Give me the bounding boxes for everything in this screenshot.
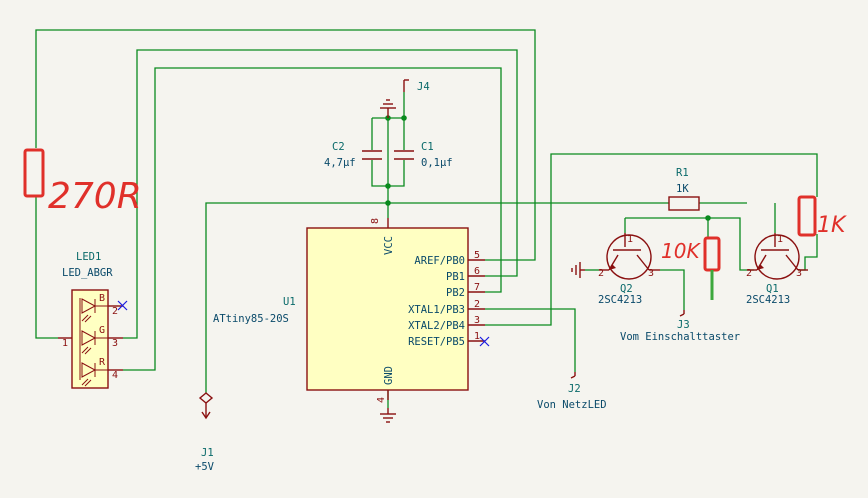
u1-pin-num-7: 7: [474, 282, 480, 293]
c1-ref: C1: [421, 141, 434, 153]
u1-pin-num-6: 6: [474, 266, 480, 277]
c1-value: 0,1µf: [421, 157, 453, 169]
j4-ref: J4: [417, 81, 430, 93]
led1-pin2-num: 2: [112, 306, 118, 317]
q2-value: 2SC4213: [598, 294, 642, 306]
q2-pin1-num: 1: [627, 234, 633, 245]
q1-ref: Q1: [766, 283, 779, 295]
annotation-270r-text: 270R: [48, 176, 142, 217]
annotation-1k-text: 1K: [817, 213, 847, 238]
wires: [35, 29, 818, 408]
j2-value: Von NetzLED: [537, 399, 607, 411]
led1-pin3-num: 3: [112, 338, 118, 349]
transistor-q2[interactable]: 1 2 3 Q2 2SC4213: [598, 233, 660, 306]
j2-ref: J2: [568, 383, 581, 395]
u1-pin-name-pb1: PB1: [446, 271, 465, 283]
cap-ground-symbol: [380, 99, 396, 118]
capacitor-c1[interactable]: C1 0,1µf: [394, 141, 453, 169]
q1-pin2-num: 2: [746, 268, 752, 279]
connector-j4[interactable]: J4: [403, 79, 430, 93]
led1-ref: LED1: [76, 251, 101, 263]
u1-value: ATtiny85-20S: [213, 313, 289, 325]
led1-value: LED_ABGR: [62, 267, 113, 279]
no-connect-led1-b: [117, 300, 128, 311]
r1-ref: R1: [676, 167, 689, 179]
r1-value: 1K: [676, 183, 689, 195]
u1-pin-name-pb0: AREF/PB0: [414, 255, 465, 267]
connector-j1[interactable]: J1 +5V: [195, 392, 215, 473]
capacitor-c2[interactable]: C2 4,7µf: [324, 141, 382, 169]
led1-pin4-num: 4: [112, 370, 118, 381]
u1-pin-name-pb5: RESET/PB5: [408, 336, 465, 348]
u1-ground-symbol: [380, 408, 396, 423]
u1-ref: U1: [283, 296, 296, 308]
c2-ref: C2: [332, 141, 345, 153]
u1-attiny85[interactable]: 8 VCC GND 4 AREF/PB0 PB1 PB2 XTAL1/PB3 X…: [213, 218, 485, 403]
u1-pin-vcc-num: 8: [370, 218, 381, 224]
u1-pin-num-2: 2: [474, 299, 480, 310]
connector-j3[interactable]: J3 Vom Einschalttaster: [620, 310, 740, 343]
resistor-r1[interactable]: R1 1K: [668, 167, 700, 211]
j1-value: +5V: [195, 461, 215, 473]
led1-pin-r: R: [99, 357, 106, 368]
u1-pin-num-1: 1: [474, 331, 480, 342]
annotation-resistor-1k: 1K: [797, 195, 847, 238]
led1-pin1-num: 1: [62, 338, 68, 349]
q1-pin3-num: 3: [796, 268, 802, 279]
u1-pin-vcc-name: VCC: [383, 236, 395, 255]
annotation-resistor-270r: 270R: [23, 148, 142, 217]
c2-value: 4,7µf: [324, 157, 356, 169]
annotation-resistor-10k: 10K: [661, 236, 721, 300]
q1-value: 2SC4213: [746, 294, 790, 306]
u1-pin-num-5: 5: [474, 250, 480, 261]
u1-pin-name-pb2: PB2: [446, 287, 465, 299]
u1-pin-gnd-name: GND: [383, 366, 395, 385]
j3-ref: J3: [677, 319, 690, 331]
led1-pin-g: G: [99, 325, 105, 336]
transistor-q1[interactable]: 1 2 3 Q1 2SC4213: [746, 233, 808, 306]
led1-pin-b: B: [99, 293, 105, 304]
j3-value: Vom Einschalttaster: [620, 331, 740, 343]
q2-pin2-num: 2: [598, 268, 604, 279]
annotation-10k-text: 10K: [661, 239, 701, 263]
j1-ref: J1: [201, 447, 214, 459]
u1-pin-num-3: 3: [474, 315, 480, 326]
no-connect-pb5: [479, 336, 490, 347]
led1-rgb[interactable]: B G R 1 2 3 4 LED1 LED_ABGR: [58, 251, 123, 389]
q1-pin1-num: 1: [777, 234, 783, 245]
u1-pin-name-pb3: XTAL1/PB3: [408, 304, 465, 316]
q2-ref: Q2: [620, 283, 633, 295]
connector-j2[interactable]: J2 Von NetzLED: [537, 372, 607, 411]
q2-pin3-num: 3: [648, 268, 654, 279]
u1-pin-gnd-num: 4: [376, 397, 387, 403]
q2-ground-symbol: [571, 262, 585, 278]
u1-pin-name-pb4: XTAL2/PB4: [408, 320, 465, 332]
